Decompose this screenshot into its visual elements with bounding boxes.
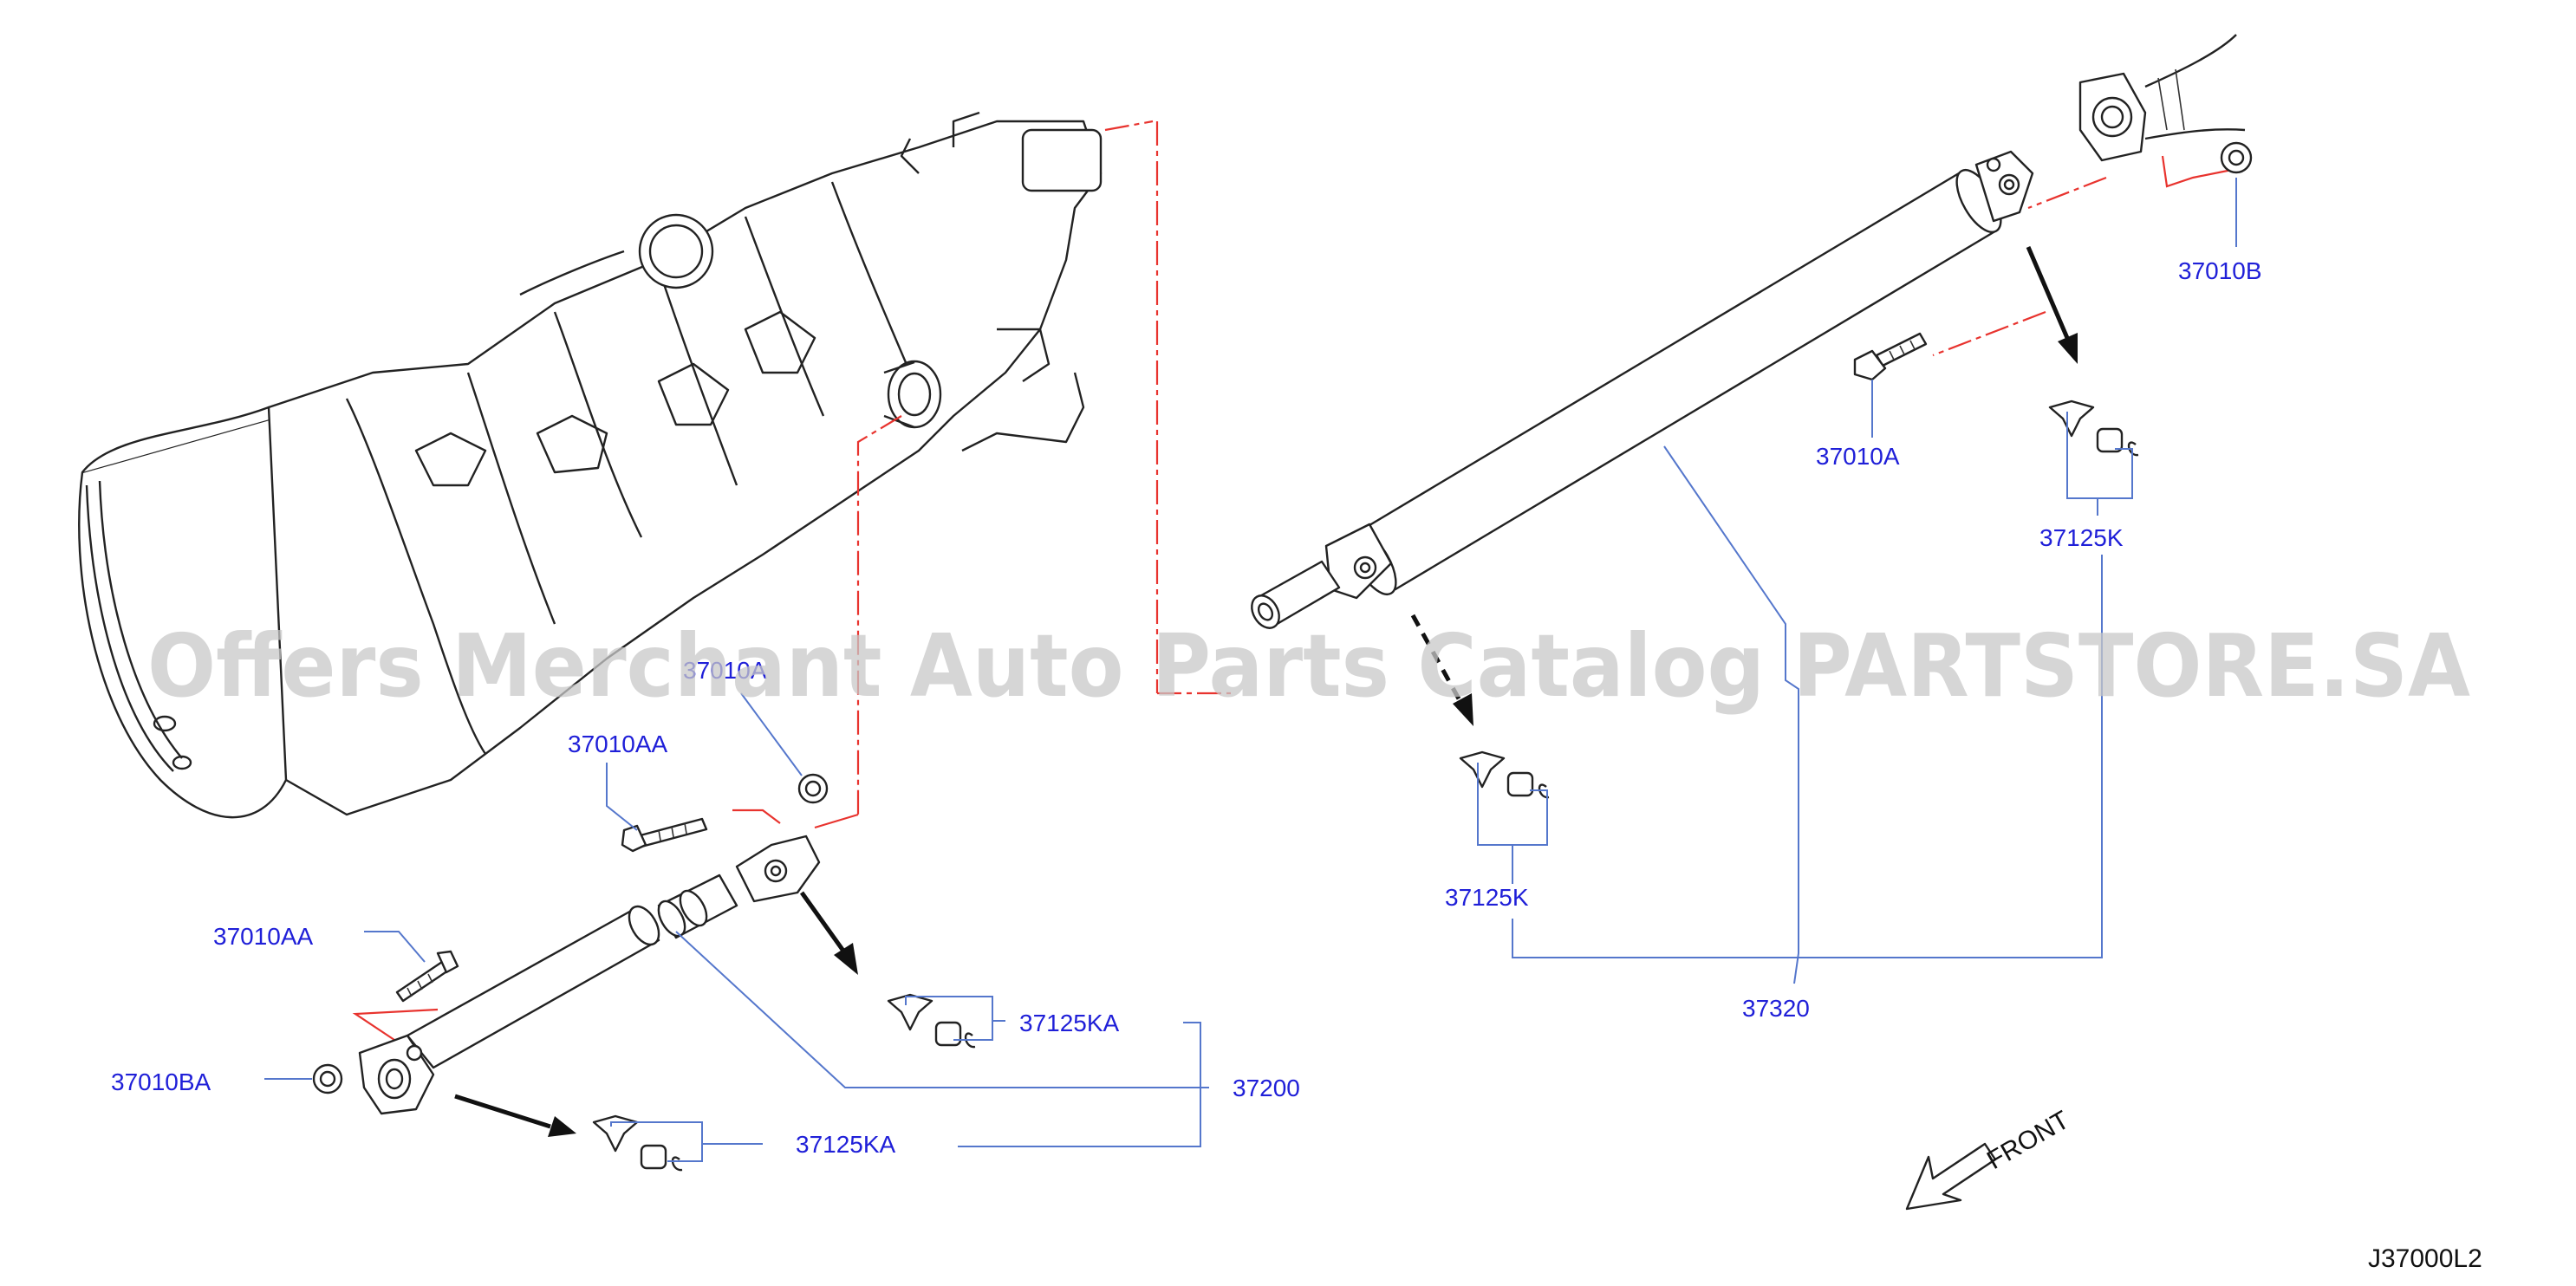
diagram-code: J37000L2 bbox=[2368, 1244, 2482, 1273]
front-label: FRONT bbox=[1982, 1106, 2074, 1175]
bolt-icon bbox=[395, 950, 459, 1003]
callout-37010a-top: 37010A bbox=[683, 657, 767, 684]
callout-37010aa-lower: 37010AA bbox=[213, 923, 314, 950]
direction-arrows bbox=[454, 246, 2078, 1137]
spider-kit-icon bbox=[592, 1114, 683, 1172]
nut-icon bbox=[2220, 141, 2253, 174]
callout-37010b: 37010B bbox=[2178, 257, 2262, 284]
spider-kit-icon bbox=[2048, 399, 2139, 457]
nut-icon bbox=[312, 1063, 343, 1094]
leader-lines bbox=[264, 178, 2237, 1162]
watermark-text: Offers Merchant Auto Parts Catalog PARTS… bbox=[147, 615, 2470, 717]
callout-37010aa-upper: 37010AA bbox=[568, 731, 668, 757]
callout-37125ka-upper: 37125KA bbox=[1019, 1010, 1120, 1036]
front-arrow-icon bbox=[1905, 1142, 1997, 1211]
callout-37200: 37200 bbox=[1233, 1075, 1300, 1101]
callout-37010ba: 37010BA bbox=[111, 1068, 211, 1095]
callout-37010a: 37010A bbox=[1816, 443, 1900, 470]
propeller-shaft-rear bbox=[1251, 150, 2034, 629]
transmission-drawing bbox=[78, 111, 1103, 819]
alignment-lines bbox=[352, 120, 2237, 1041]
companion-flange bbox=[2078, 34, 2246, 162]
spider-kit-icon bbox=[1459, 750, 1550, 799]
propeller-shaft-front bbox=[358, 835, 821, 1115]
bolt-icon bbox=[1853, 332, 1928, 381]
nut-icon bbox=[797, 773, 829, 804]
bolt-icon bbox=[621, 817, 708, 853]
callout-37125k-middle: 37125K bbox=[1445, 884, 1529, 911]
callout-37125ka-lower: 37125KA bbox=[796, 1131, 896, 1158]
callout-37320: 37320 bbox=[1742, 995, 1810, 1022]
callout-37125k-right: 37125K bbox=[2039, 524, 2124, 551]
